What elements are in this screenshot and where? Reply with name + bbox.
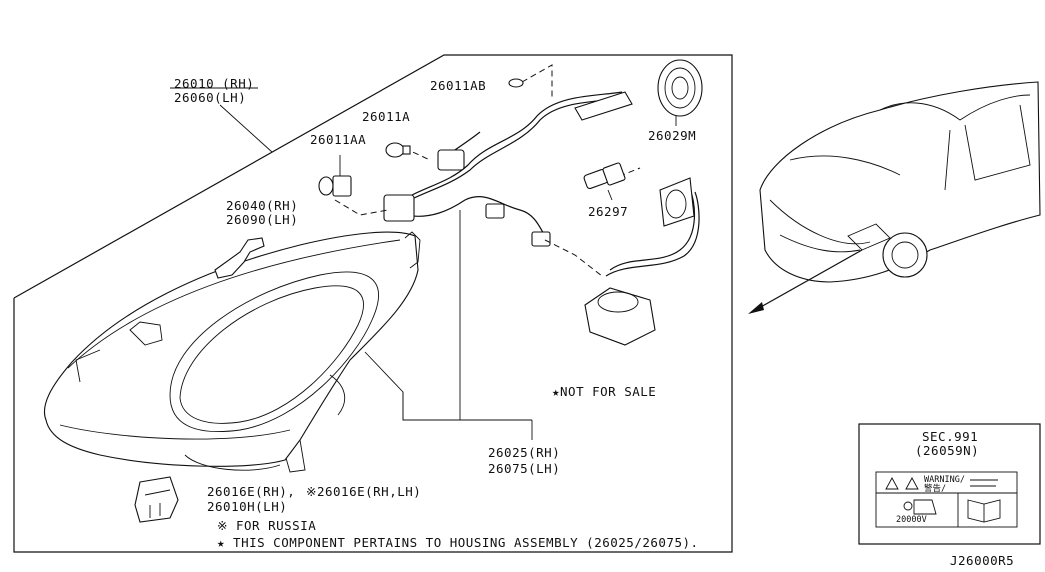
note-for-russia: ※ FOR RUSSIA <box>217 518 316 533</box>
label-box-sec: SEC.991 <box>922 429 978 444</box>
note-not-for-sale: ★NOT FOR SALE <box>552 384 656 399</box>
label-26011aa: 26011AA <box>310 132 366 147</box>
label-26297: 26297 <box>588 204 628 219</box>
label-26090-lh: 26090(LH) <box>226 212 298 227</box>
note-component: ★ THIS COMPONENT PERTAINS TO HOUSING ASS… <box>217 535 699 550</box>
label-26010h-lh: 26010H(LH) <box>207 499 287 514</box>
label-26011ab: 26011AB <box>430 78 486 93</box>
bulb-26011aa-drawing <box>318 155 352 197</box>
vehicle-drawing <box>759 81 1041 283</box>
ballast-unit-drawing <box>584 287 656 346</box>
label-26011a: 26011A <box>362 109 410 124</box>
assembly-frame <box>13 54 733 553</box>
label-26075-lh: 26075(LH) <box>488 461 560 476</box>
label-box-part: (26059N) <box>915 443 979 458</box>
notes: ★NOT FOR SALE ※ FOR RUSSIA ★ THIS COMPON… <box>217 384 699 550</box>
bracket-26040-drawing <box>214 237 265 279</box>
label-26010-rh: 26010 (RH) <box>174 76 254 91</box>
label-box-warning: WARNING/ <box>924 475 965 485</box>
label-26040-rh: 26040(RH) <box>226 198 298 213</box>
cap-26029m-drawing <box>657 59 703 126</box>
socket-26016e-drawing <box>134 476 179 523</box>
warning-label-box <box>858 423 1041 545</box>
harness-leader <box>364 210 533 440</box>
igniter-socket-drawing <box>659 177 695 227</box>
wiring-harness-drawing <box>383 91 700 277</box>
bulb-26011ab-drawing <box>508 78 524 88</box>
headlamp-housing-drawing <box>44 231 421 473</box>
label-26029m: 26029M <box>648 128 696 143</box>
bulb-26011a-drawing <box>385 142 411 158</box>
housing-leader <box>170 87 273 153</box>
drawing-id: J26000R5 <box>950 553 1014 568</box>
label-26016e-rh: 26016E(RH), <box>207 484 295 499</box>
label-box-voltage: 20000V <box>896 515 927 525</box>
pointer-arrow <box>748 249 863 314</box>
label-26060-lh: 26060(LH) <box>174 90 246 105</box>
label-box-text: SEC.991 (26059N) WARNING/ 警告/ 20000V <box>896 429 979 525</box>
label-26025-rh: 26025(RH) <box>488 445 560 460</box>
label-26016e-rh-lh: ※26016E(RH,LH) <box>306 484 421 499</box>
label-box-warning-jp: 警告/ <box>924 483 946 494</box>
bulb-26297-drawing <box>583 162 626 201</box>
callout-labels: 26010 (RH) 26060(LH) 26011AB 26011A 2601… <box>174 76 696 514</box>
